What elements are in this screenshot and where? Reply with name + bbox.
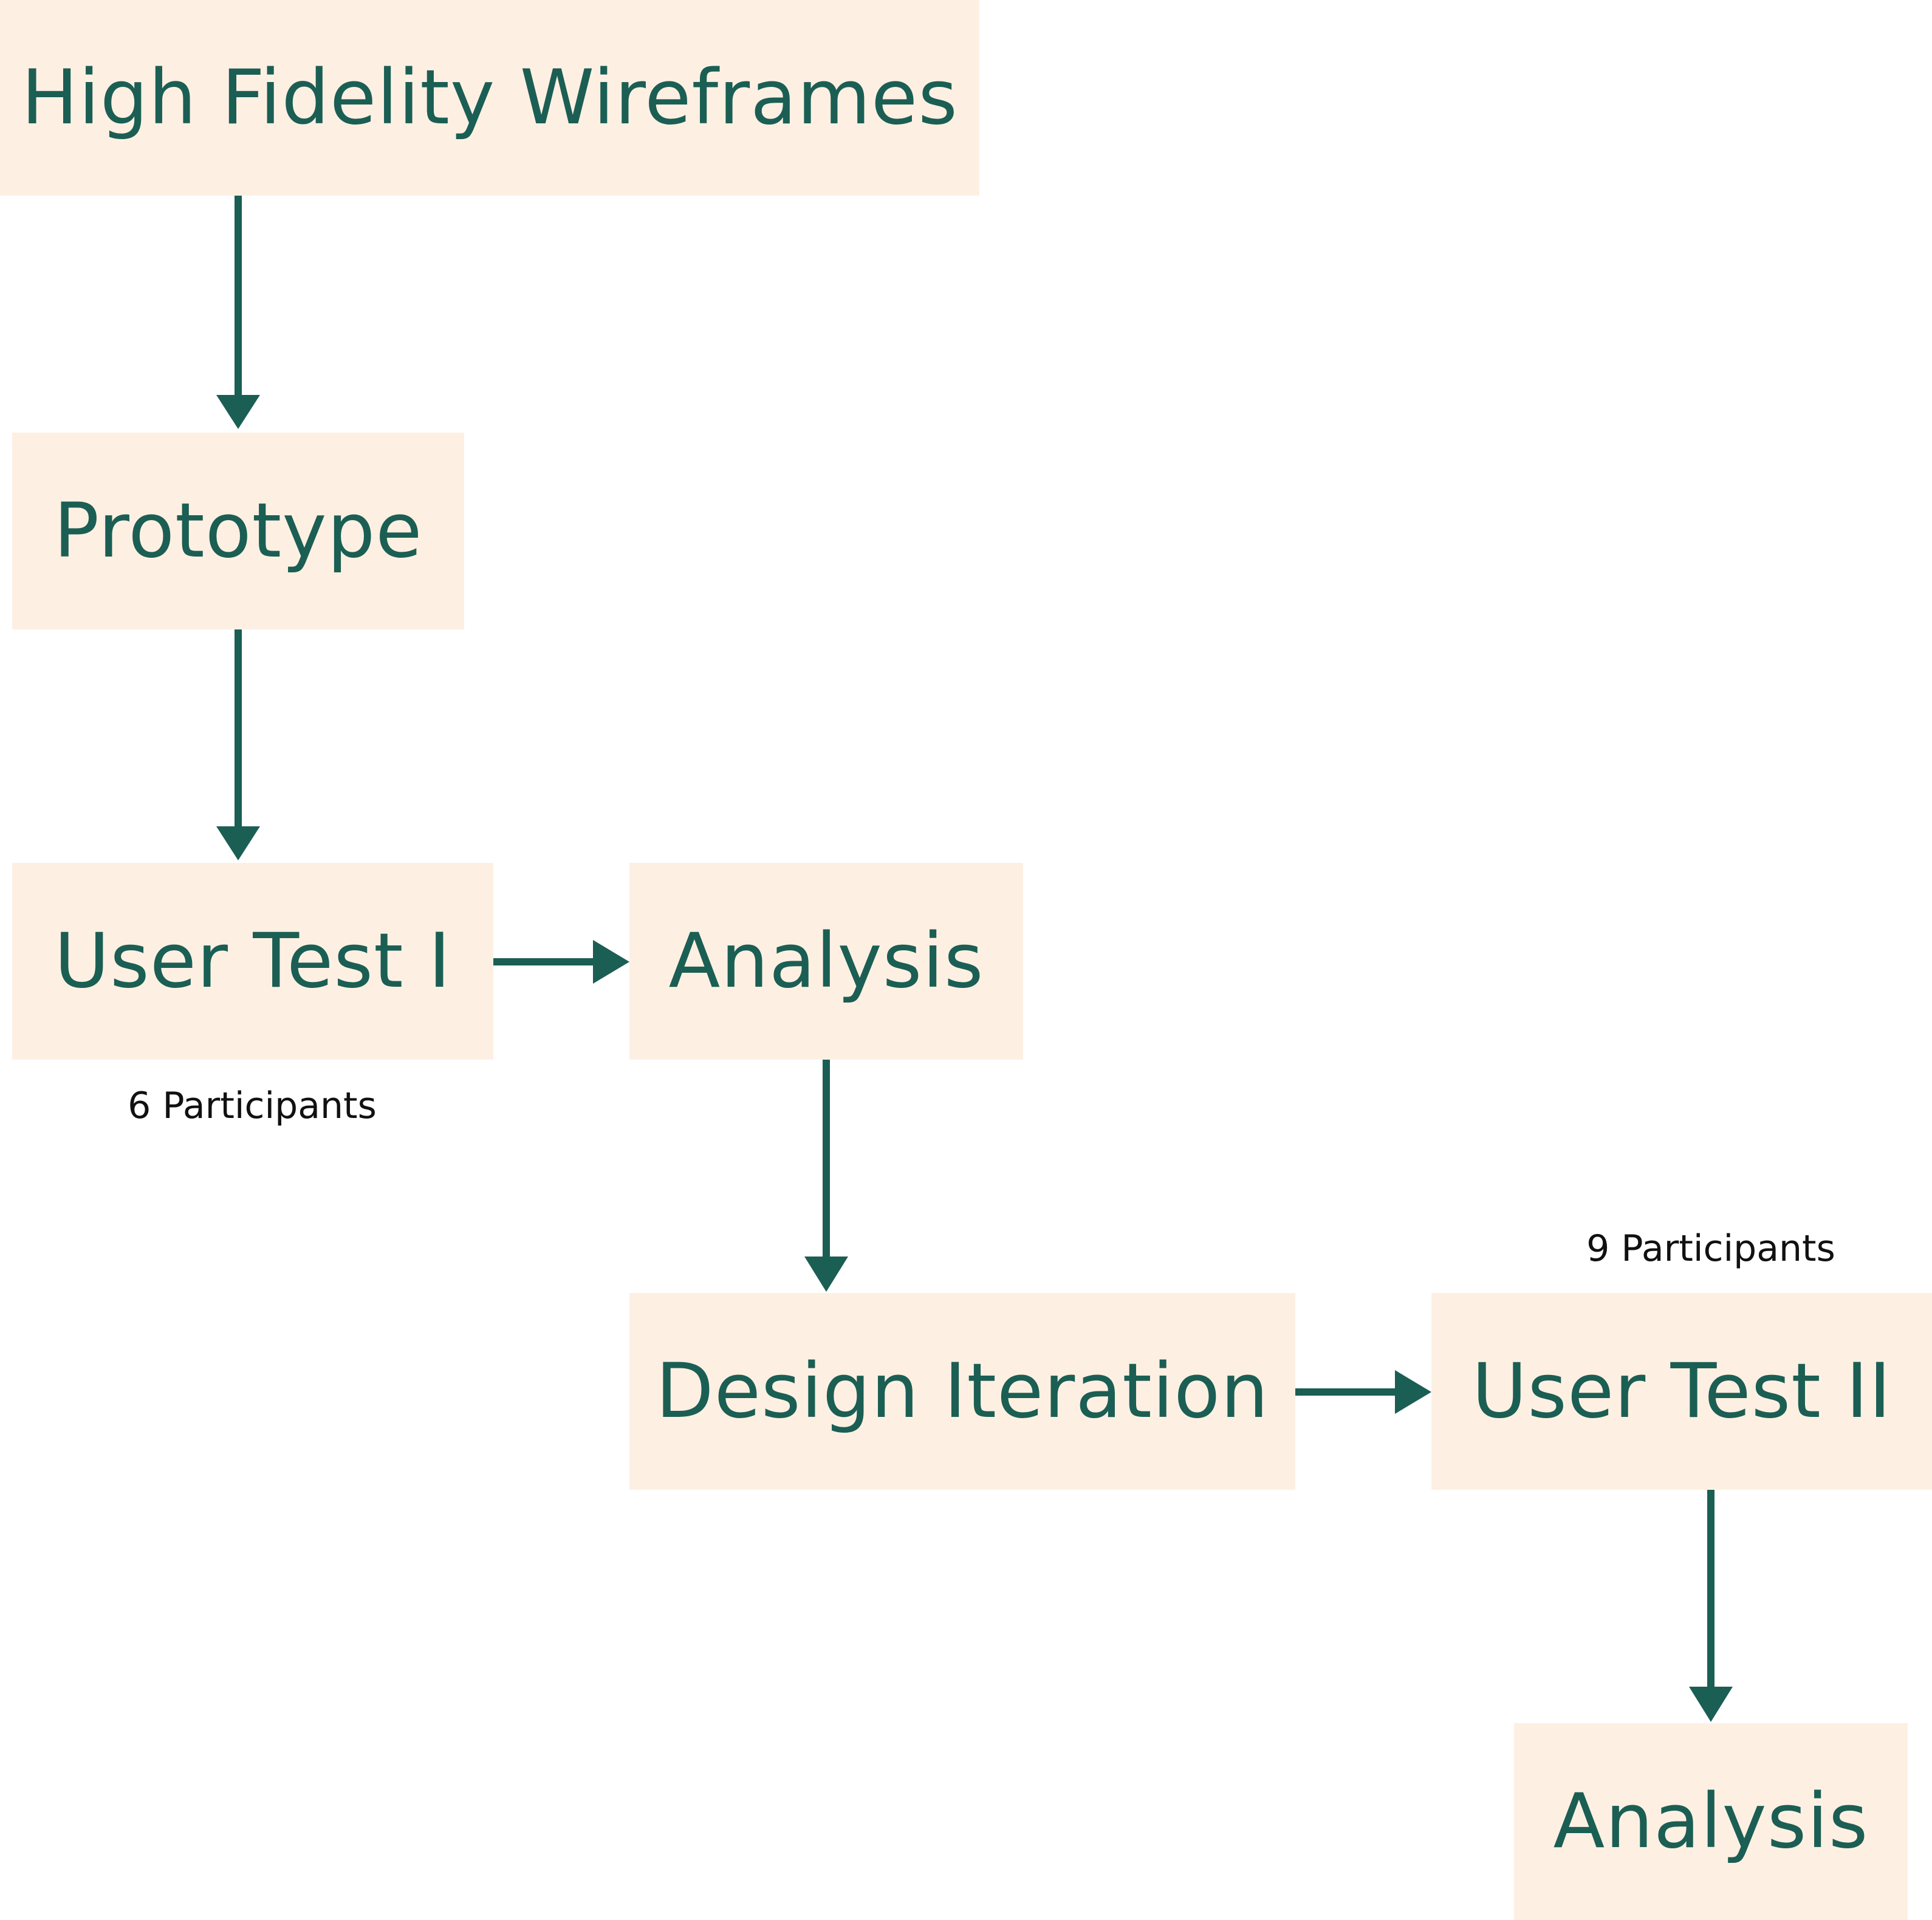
node-user-test-2: User Test II <box>1431 1293 1932 1490</box>
node-design-iteration: Design Iteration <box>629 1293 1295 1490</box>
node-label: Analysis <box>668 917 984 1005</box>
note-user-test-2-participants: 9 Participants <box>1586 1227 1835 1270</box>
arrow-design-iteration-to-user-test-2 <box>1295 1370 1431 1414</box>
node-label: User Test I <box>54 917 451 1005</box>
node-label: Analysis <box>1553 1778 1869 1865</box>
node-high-fidelity-wireframes: High Fidelity Wireframes <box>0 0 979 196</box>
node-label: High Fidelity Wireframes <box>21 54 958 142</box>
arrow-user-test-2-to-analysis-2 <box>1689 1490 1733 1722</box>
node-prototype: Prototype <box>12 433 464 629</box>
node-label: Prototype <box>53 487 423 575</box>
node-label: User Test II <box>1471 1348 1892 1435</box>
arrow-user-test-1-to-analysis-1 <box>493 940 629 984</box>
node-analysis-2: Analysis <box>1514 1723 1908 1920</box>
node-analysis-1: Analysis <box>629 863 1023 1060</box>
arrow-hifi-to-prototype <box>216 196 260 429</box>
arrow-prototype-to-user-test-1 <box>216 629 260 860</box>
node-user-test-1: User Test I <box>12 863 493 1060</box>
arrow-analysis-1-to-design-iteration <box>804 1060 848 1292</box>
node-label: Design Iteration <box>656 1348 1269 1435</box>
note-user-test-1-participants: 6 Participants <box>128 1085 377 1127</box>
